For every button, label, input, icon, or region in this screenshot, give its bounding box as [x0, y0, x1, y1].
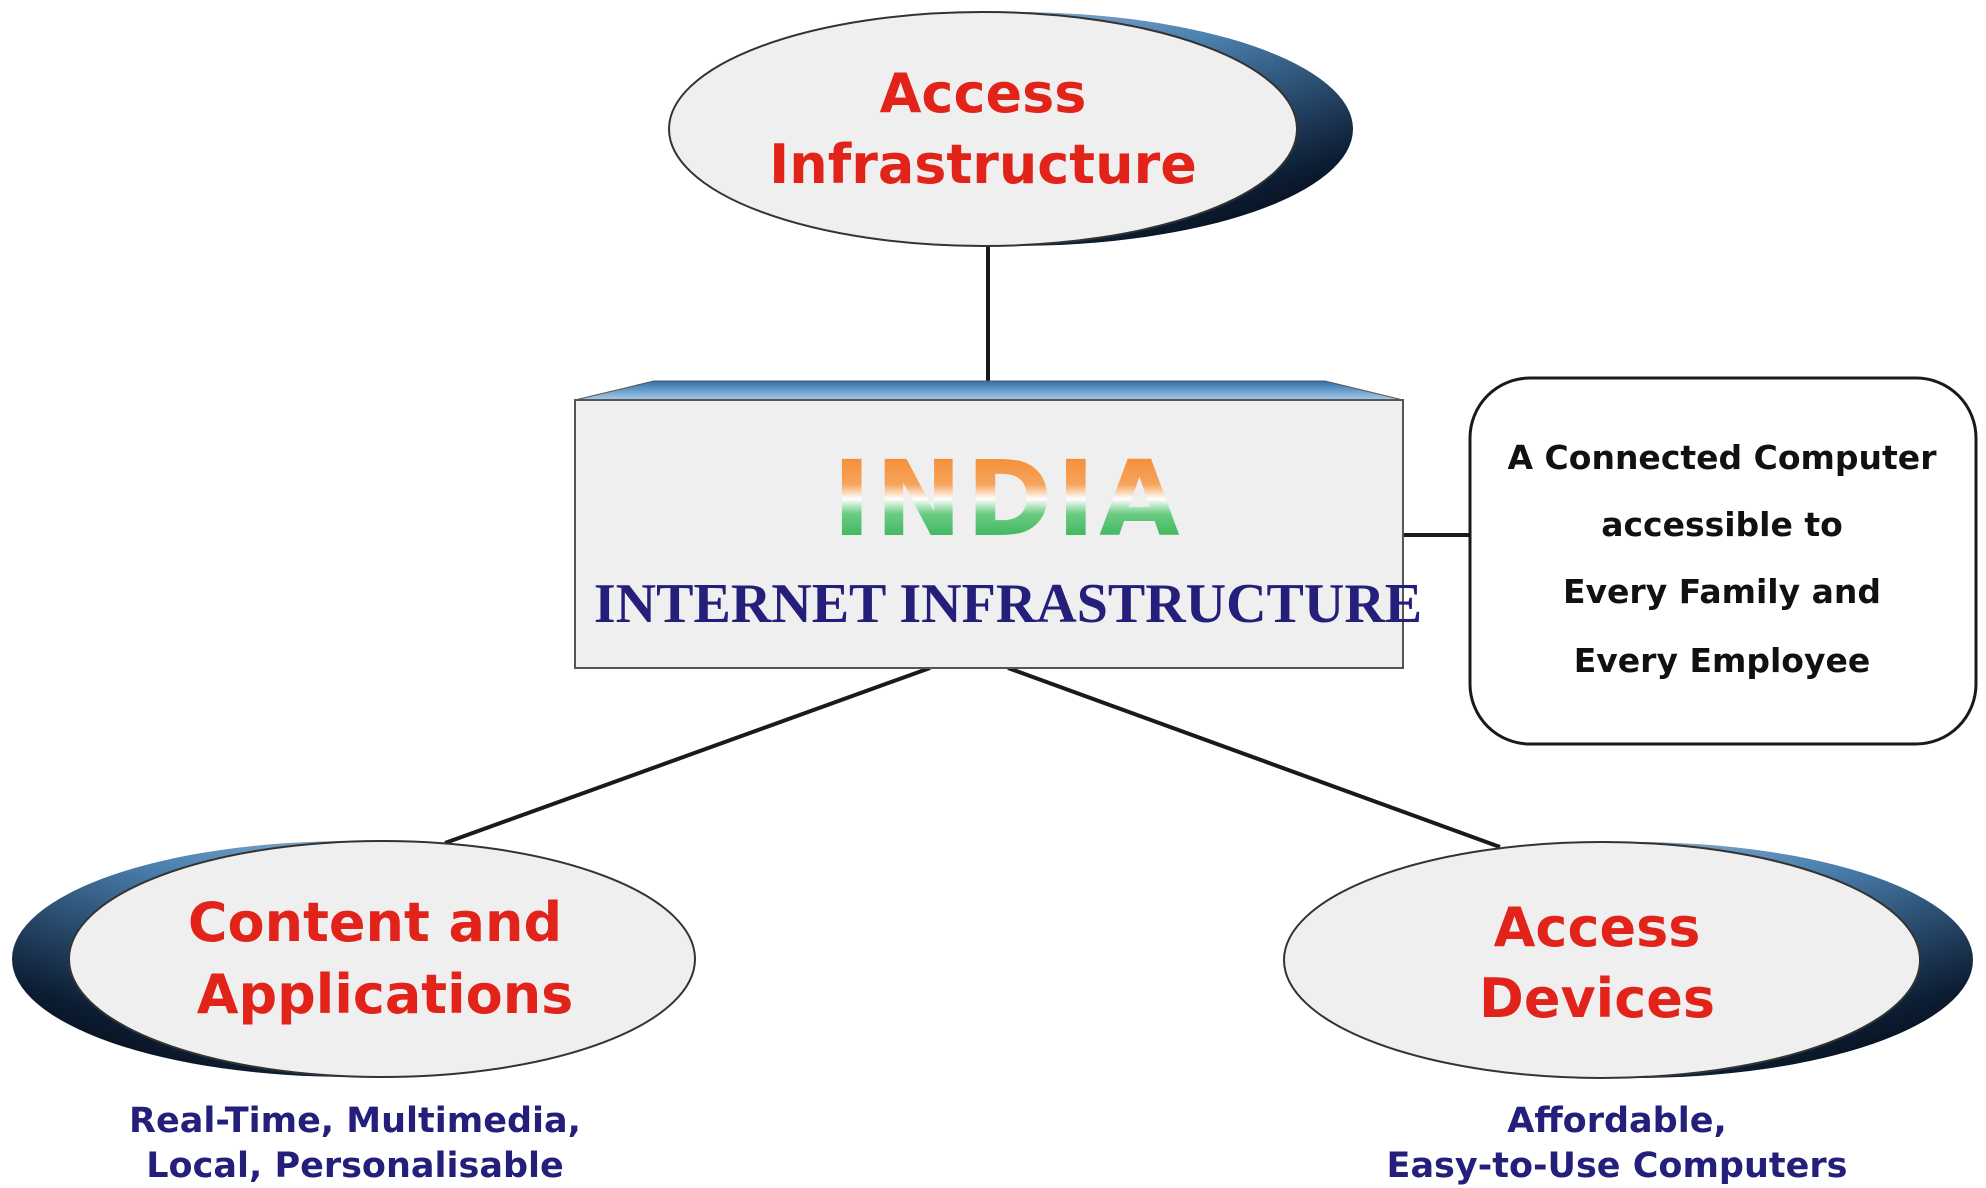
side-line2: accessible to	[1601, 505, 1843, 544]
node-ellipse	[668, 11, 1298, 247]
node-ellipse	[68, 840, 696, 1078]
caption-line1: Affordable,	[1507, 1101, 1727, 1141]
side-line4: Every Employee	[1574, 641, 1871, 680]
box-front-face	[574, 399, 1404, 669]
side-box-frame	[1468, 376, 1978, 746]
connectors	[444, 245, 1501, 849]
side-box: A Connected Computer accessible to Every…	[1468, 376, 1978, 746]
node-content-applications: Content and Applications Real-Time, Mult…	[12, 840, 696, 1186]
node-label-line1: Content and	[188, 891, 562, 954]
node-label-line1: Access	[880, 62, 1087, 125]
node-label-line2: Infrastructure	[769, 133, 1197, 196]
caption-line2: Easy-to-Use Computers	[1387, 1146, 1848, 1186]
center-subtitle: INTERNET INFRASTRUCTURE	[594, 573, 1422, 635]
connector-right	[1007, 666, 1501, 849]
caption-line1: Real-Time, Multimedia,	[129, 1101, 581, 1141]
caption-line2: Local, Personalisable	[146, 1146, 564, 1186]
connector-left	[444, 666, 931, 845]
node-label-line2: Applications	[197, 963, 574, 1026]
center-box: INDIA INTERNET INFRASTRUCTURE	[574, 380, 1422, 669]
node-access-infrastructure: Access Infrastructure	[668, 11, 1353, 247]
node-label-line1: Access	[1494, 896, 1701, 959]
side-line1: A Connected Computer	[1508, 438, 1938, 477]
box-top-face	[574, 380, 1404, 401]
india-title: INDIA	[832, 438, 1183, 560]
node-access-devices: Access Devices Affordable, Easy-to-Use C…	[1283, 841, 1973, 1186]
node-ellipse	[1283, 841, 1921, 1079]
side-line3: Every Family and	[1563, 572, 1881, 611]
node-label-line2: Devices	[1479, 967, 1715, 1030]
